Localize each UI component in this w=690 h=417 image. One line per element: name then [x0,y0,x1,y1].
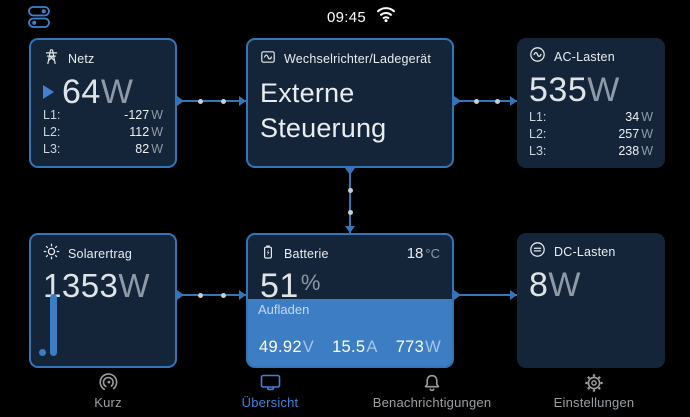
battery-fill: Aufladen [248,299,452,366]
display-icon [260,372,281,393]
battery-temperature: 18°C [406,245,440,262]
status-bar: 09:45 [0,0,690,32]
grid-power: 64W [62,73,134,111]
ac-sine-icon [529,46,546,68]
nav-item-einstellungen[interactable]: Einstellungen [513,368,675,417]
tile-battery[interactable]: Batterie 18°C 51% Aufladen 49.92V 15.5A … [246,233,454,368]
battery-power: 773W [395,338,441,356]
sun-icon [43,243,60,265]
solar-power: 1353W [43,267,151,304]
gear-icon [584,372,604,393]
ac-power: 535W [529,71,620,109]
tile-title: Netz [68,52,95,66]
tile-title: DC-Lasten [554,245,616,259]
battery-soc: 51% [260,267,321,305]
toggles-icon[interactable] [27,4,53,35]
dc-icon [529,241,546,263]
nav-label: Kurz [94,395,122,410]
tile-inverter[interactable]: Wechselrichter/Ladegerät Externe Steueru… [246,38,454,168]
battery-metrics: 49.92V 15.5A 773W [259,338,441,357]
tile-title: AC-Lasten [554,50,615,64]
wifi-icon [375,6,397,28]
gauge-rings-icon [98,372,119,393]
nav-label: Einstellungen [553,395,635,410]
nav-item-uebersicht[interactable]: Übersicht [189,368,351,417]
nav-label: Benachrichtigungen [372,395,492,410]
solar-history-bar-tall [50,294,57,356]
solar-history-bar-small [39,349,46,356]
tile-dc-loads[interactable]: DC-Lasten 8W [517,233,665,368]
bell-icon [422,372,442,393]
bottom-nav: Kurz Übersicht Benachrichtigungen [27,368,675,417]
nav-label: Übersicht [241,395,299,410]
inverter-mode: Externe Steuerung [260,78,387,143]
tile-title: Solarertrag [68,247,133,261]
pylon-icon [43,48,60,70]
tile-solar[interactable]: Solarertrag 1353W [29,233,177,368]
flow-arrow-icon [43,85,54,99]
battery-state: Aufladen [258,302,310,318]
dc-power: 8W [529,266,582,304]
battery-current: 15.5A [332,338,378,356]
tile-title: Wechselrichter/Ladegerät [284,52,432,66]
nav-item-benachrichtigungen[interactable]: Benachrichtigungen [351,368,513,417]
battery-icon [260,244,276,265]
nav-item-kurz[interactable]: Kurz [27,368,189,417]
battery-voltage: 49.92V [259,338,315,356]
inverter-icon [260,49,276,70]
tile-title: Batterie [284,247,329,261]
clock: 09:45 [326,8,367,26]
